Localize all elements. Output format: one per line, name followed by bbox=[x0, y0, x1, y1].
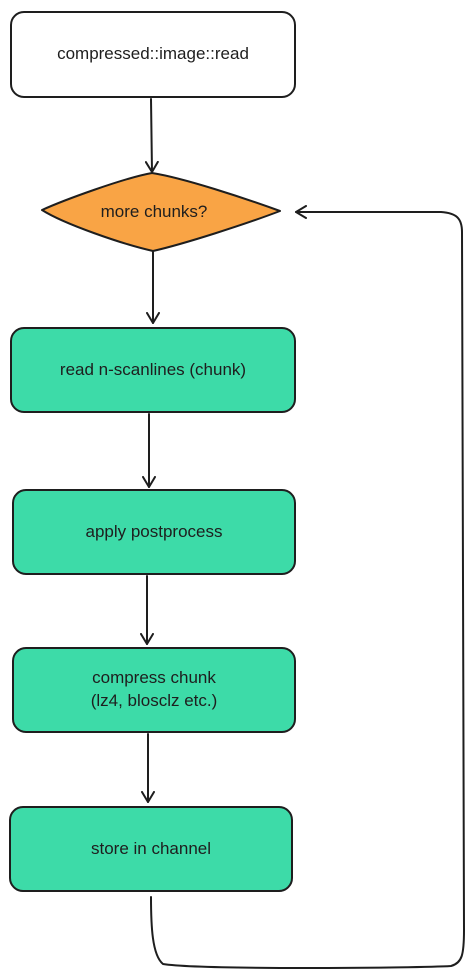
edge-start-to-decision bbox=[144, 98, 159, 173]
decision-diamond-shape bbox=[41, 172, 281, 252]
node-apply-postprocess: apply postprocess bbox=[12, 489, 296, 575]
node-read-scanlines: read n-scanlines (chunk) bbox=[10, 327, 296, 413]
node-start: compressed::image::read bbox=[10, 11, 296, 98]
node-store-in-channel-label: store in channel bbox=[90, 838, 212, 858]
node-start-label: compressed::image::read bbox=[57, 44, 249, 64]
node-read-scanlines-label: read n-scanlines (chunk) bbox=[59, 359, 247, 379]
node-decision-label: more chunks? bbox=[100, 202, 208, 221]
node-compress-chunk: compress chunk (lz4, blosclz etc.) bbox=[12, 647, 296, 733]
node-apply-postprocess-label: apply postprocess bbox=[85, 521, 223, 541]
node-compress-chunk-label: compress chunk (lz4, blosclz etc.) bbox=[90, 668, 218, 710]
node-store-in-channel: store in channel bbox=[9, 806, 293, 892]
node-decision: more chunks? bbox=[24, 170, 284, 254]
